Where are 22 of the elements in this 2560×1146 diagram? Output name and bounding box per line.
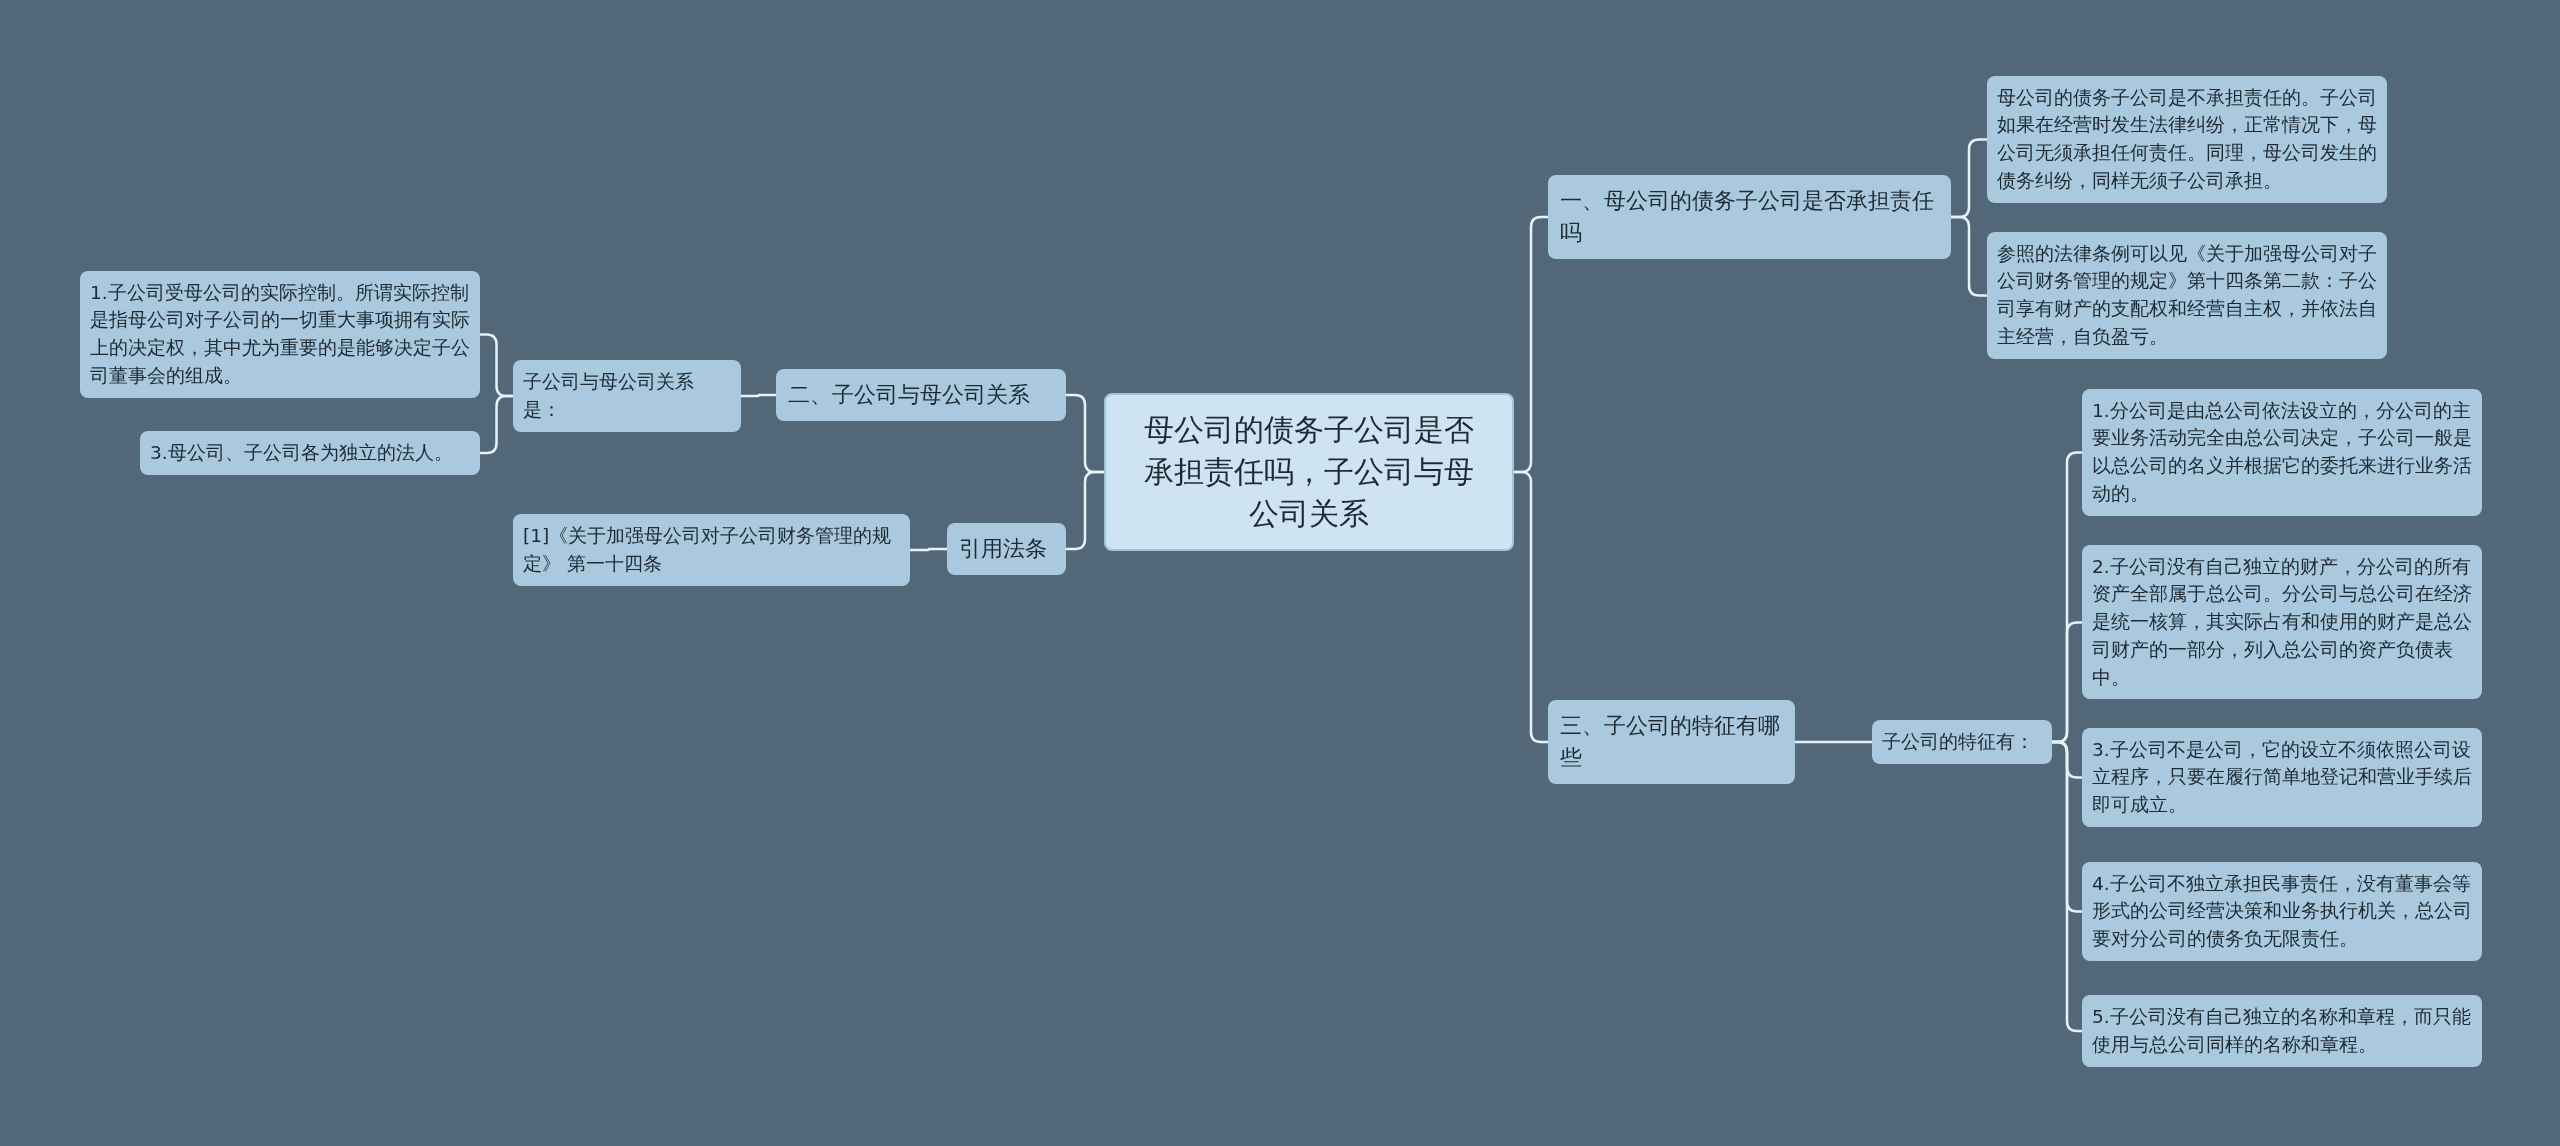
central-topic: 母公司的债务子公司是否承担责任吗，子公司与母公司关系 [1104, 393, 1514, 551]
connector-line [910, 547, 947, 552]
note-box: 母公司的债务子公司是不承担责任的。子公司如果在经营时发生法律纠纷，正常情况下，母公司无须承担任何责任。同理，母公司发生的债务纠纷，同样无须子公司承担。 [1987, 75, 2387, 203]
note-box: 1.子公司受母公司的实际控制。所谓实际控制是指母公司对子公司的一切重大事项拥有实际上的决定权，其中尤为重要的是能够决定子公司董事会的组成。 [80, 270, 480, 398]
note-box: 子公司的特征有： [1872, 720, 2052, 764]
connector-line [741, 393, 776, 398]
topic-box: 引用法条 [947, 523, 1066, 575]
note-box: [1]《关于加强母公司对子公司财务管理的规定》 第一十四条 [513, 514, 910, 586]
topic-box: 三、子公司的特征有哪些 [1548, 700, 1795, 784]
note-box: 5.子公司没有自己独立的名称和章程，而只能使用与总公司同样的名称和章程。 [2082, 995, 2482, 1067]
topic-box: 一、母公司的债务子公司是否承担责任吗 [1548, 175, 1951, 259]
note-box: 子公司与母公司关系是： [513, 360, 741, 432]
connector-line [1951, 215, 1987, 297]
note-box: 4.子公司不独立承担民事责任，没有董事会等形式的公司经营决策和业务执行机关，总公司要对分公司的债务负无限责任。 [2082, 861, 2482, 961]
connector-line [1795, 740, 1872, 744]
note-box: 3.子公司不是公司，它的设立不须依照公司设立程序，只要在履行简单地登记和营业手续后即可成立。 [2082, 727, 2482, 827]
topic-box: 二、子公司与母公司关系 [776, 369, 1066, 421]
note-box: 1.分公司是由总公司依法设立的，分公司的主要业务活动完全由总公司决定，子公司一般是以总公司的名义并根据它的委托来进行业务活动的。 [2082, 388, 2482, 516]
connector-line [1066, 470, 1104, 551]
note-box: 3.母公司、子公司各为独立的法人。 [140, 431, 480, 475]
note-box: 参照的法律条例可以见《关于加强母公司对子公司财务管理的规定》第十四条第二款：子公司享有财产的支配权和经营自主权，并依法自主经营，自负盈亏。 [1987, 231, 2387, 359]
note-box: 2.子公司没有自己独立的财产，分公司的所有资产全部属于总公司。分公司与总公司在经济是统一核算，其实际占有和使用的财产是总公司财产的一部分，列入总公司的资产负债表中。 [2082, 544, 2482, 700]
